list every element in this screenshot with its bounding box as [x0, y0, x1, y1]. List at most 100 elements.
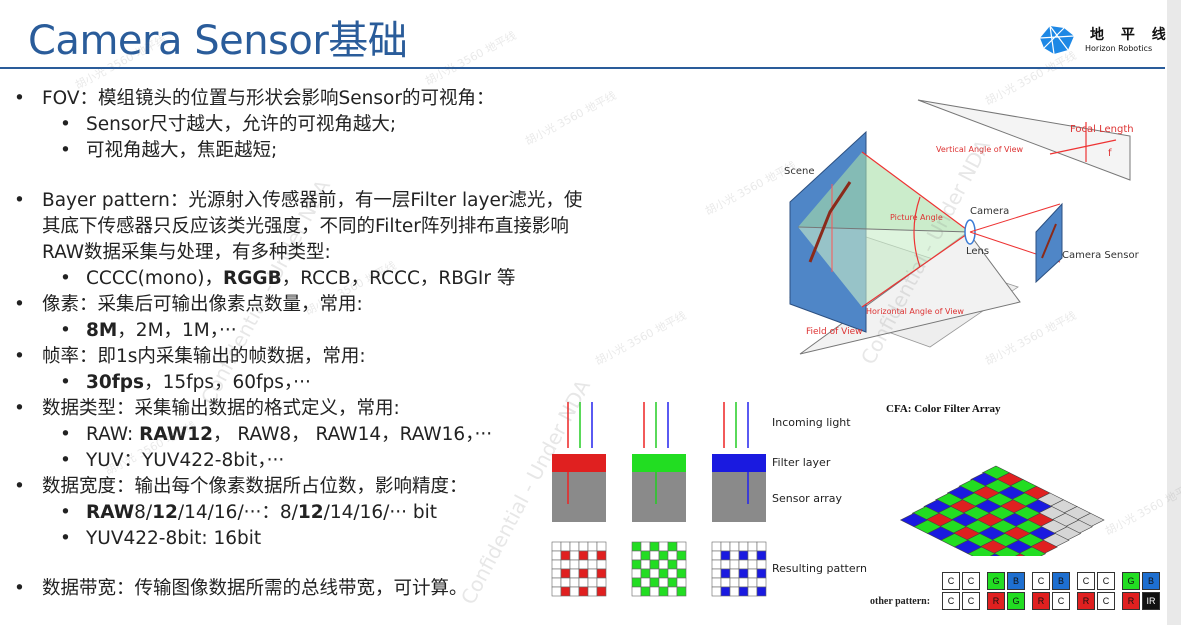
pattern-cell — [676, 559, 687, 570]
pattern-cell — [560, 550, 571, 561]
pattern-cell — [560, 577, 571, 588]
scrollbar[interactable] — [1167, 0, 1181, 625]
vertical-angle-label: Vertical Angle of View — [936, 145, 1023, 154]
pattern-letter: C — [942, 592, 960, 610]
pattern-cell — [640, 586, 651, 597]
pattern-cell — [578, 586, 589, 597]
pattern-cell — [640, 550, 651, 561]
pattern-cell — [738, 550, 749, 561]
pattern-cell — [569, 568, 580, 579]
pattern-letter: C — [962, 572, 980, 590]
pattern-cell — [729, 559, 740, 570]
pattern-cell — [756, 586, 767, 597]
filter-layer-diagram: Incoming light Filter layer Sensor array… — [551, 402, 867, 597]
pattern-cell — [747, 577, 758, 588]
pattern-cell — [551, 559, 562, 570]
pattern-cell — [658, 577, 669, 588]
pattern-cell — [649, 577, 660, 588]
width-raw: RAW8/12/14/16/···：8/12/14/16/··· bit — [14, 500, 594, 526]
pattern-cell — [649, 550, 660, 561]
pattern-cell — [578, 550, 589, 561]
resulting-pattern-grids — [551, 541, 767, 597]
pattern-cell — [711, 550, 722, 561]
pattern-cell — [658, 550, 669, 561]
pattern-cell — [596, 586, 607, 597]
pattern-cell — [587, 586, 598, 597]
pattern-cell — [551, 577, 562, 588]
bayer-bullet: Bayer pattern：光源射入传感器前，有一层Filter layer滤光… — [14, 188, 592, 266]
bandwidth-bullet: 数据带宽：传输图像数据所需的总线带宽，可计算。 — [14, 576, 594, 602]
pattern-cell — [569, 577, 580, 588]
pattern-cell — [676, 568, 687, 579]
pattern-cell — [667, 577, 678, 588]
bullet-content: FOV：模组镜头的位置与形状会影响Sensor的可视角： Sensor尺寸越大，… — [14, 86, 594, 602]
pattern-letter: C — [962, 592, 980, 610]
pattern-cell — [729, 568, 740, 579]
width-bullet: 数据宽度：输出每个像素数据所占位数，影响精度： — [14, 474, 594, 500]
pattern-cell — [640, 568, 651, 579]
pattern-cell — [596, 541, 607, 552]
pattern-letter: C — [1077, 572, 1095, 590]
pattern-cell — [551, 568, 562, 579]
pattern-cell — [738, 541, 749, 552]
dtype-yuv: YUV：YUV422-8bit，··· — [14, 448, 594, 474]
pattern-cell — [560, 559, 571, 570]
pattern-letter: IR — [1142, 592, 1160, 610]
lens-label: Lens — [966, 246, 989, 257]
pattern-cell — [658, 568, 669, 579]
cfa-cell — [967, 546, 996, 556]
pattern-letter: G — [987, 572, 1005, 590]
pattern-cell — [560, 541, 571, 552]
pattern-cell — [578, 541, 589, 552]
pattern-letter: C — [1097, 592, 1115, 610]
pattern-cell — [658, 559, 669, 570]
pattern-cell — [667, 541, 678, 552]
pattern-letter: C — [1097, 572, 1115, 590]
camera-label: Camera — [970, 206, 1009, 217]
pattern-cell — [747, 568, 758, 579]
pattern-cell — [631, 559, 642, 570]
pattern-cell — [676, 550, 687, 561]
pattern-cell — [551, 586, 562, 597]
focal-length-label: Focal Length — [1070, 124, 1134, 135]
pattern-cell — [747, 586, 758, 597]
pattern-letter: R — [1122, 592, 1140, 610]
pattern-cell — [756, 568, 767, 579]
pattern-cell — [720, 550, 731, 561]
pattern-cell — [720, 559, 731, 570]
pattern-letter: G — [1122, 572, 1140, 590]
pattern-cell — [729, 541, 740, 552]
pattern-cell — [551, 541, 562, 552]
camera-sensor-label: Camera Sensor — [1062, 250, 1140, 261]
pattern-cell — [756, 541, 767, 552]
pattern-cell — [640, 559, 651, 570]
f-label: f — [1108, 148, 1112, 159]
fov-sub-2: 可视角越大，焦距越短; — [14, 138, 594, 164]
pattern-cell — [569, 550, 580, 561]
resulting-pattern-label: Resulting pattern — [772, 562, 867, 575]
dtype-raw: RAW: RAW12， RAW8， RAW14，RAW16，··· — [14, 422, 594, 448]
width-yuv: YUV422-8bit: 16bit — [14, 526, 594, 552]
pattern-cell — [738, 586, 749, 597]
page-title: Camera Sensor基础 — [28, 18, 408, 64]
pattern-cell — [578, 568, 589, 579]
pattern-cell — [631, 586, 642, 597]
cfa-diagram: CFA: Color Filter Array — [886, 403, 1105, 556]
pattern-cell — [747, 550, 758, 561]
pattern-cell — [676, 541, 687, 552]
pattern-letter: B — [1052, 572, 1070, 590]
pattern-cell — [738, 577, 749, 588]
cfa-checkerboard — [899, 465, 1105, 556]
pattern-cell — [711, 559, 722, 570]
fov-bullet: FOV：模组镜头的位置与形状会影响Sensor的可视角： — [14, 86, 594, 112]
pattern-cell — [747, 541, 758, 552]
pattern-cell — [649, 568, 660, 579]
horizon-logo-icon — [1039, 25, 1075, 55]
pattern-cell — [756, 577, 767, 588]
pattern-cell — [631, 577, 642, 588]
pattern-cell — [578, 577, 589, 588]
